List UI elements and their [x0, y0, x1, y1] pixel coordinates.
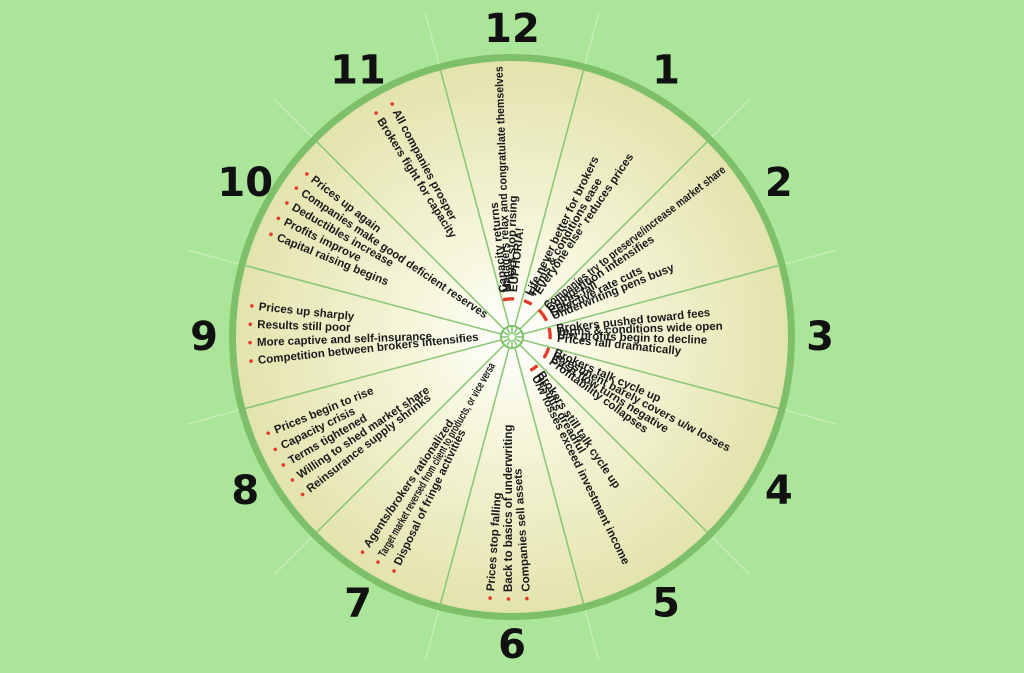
segment-item: Terms & conditions wide open: [548, 321, 723, 339]
hour-number-6: 6: [498, 622, 526, 668]
bullet-icon: [392, 569, 396, 573]
bullet-icon: [250, 304, 254, 308]
hour-number-10: 10: [217, 160, 273, 206]
bullet-icon: [506, 597, 511, 601]
bullet-icon: [547, 327, 552, 332]
hour-number-2: 2: [765, 160, 793, 206]
bullet-icon: [505, 297, 509, 301]
segment-divider: [523, 339, 779, 410]
bullet-icon: [294, 186, 299, 190]
bullet-icon: [281, 463, 286, 467]
segment-item-text: U/w profits begin to decline: [557, 330, 707, 347]
bullet-icon: [376, 560, 380, 564]
segment-item-text: Results still poor: [257, 319, 351, 334]
bullet-icon: [488, 596, 492, 600]
hour-number-8: 8: [231, 468, 259, 514]
bullet-icon: [523, 299, 528, 304]
hub-spoke: [506, 339, 512, 347]
segment-item: Prices stop rising: [505, 195, 520, 301]
segment-item-text: Prices stop rising: [505, 195, 520, 292]
bullet-icon: [502, 297, 507, 302]
bullet-icon: [290, 478, 295, 482]
hour-number-12: 12: [484, 6, 540, 52]
bullet-icon: [548, 335, 552, 340]
segment-dividers: [245, 70, 779, 604]
bullet-icon: [534, 364, 538, 369]
hour-number-4: 4: [765, 468, 793, 514]
bullet-icon: [300, 492, 305, 497]
hour-number-9: 9: [190, 314, 218, 360]
segment-divider: [245, 339, 501, 410]
segment-divider: [523, 264, 779, 335]
bullet-icon: [548, 333, 552, 337]
hour-number-7: 7: [344, 581, 372, 627]
bullet-icon: [390, 102, 394, 106]
segment-divider: [439, 348, 510, 604]
segment-divider: [519, 344, 708, 533]
bullet-icon: [508, 297, 512, 301]
hour-number-11: 11: [330, 47, 386, 93]
hub-spoke: [512, 327, 518, 335]
bullet-icon: [276, 216, 281, 221]
hour-number-3: 3: [806, 314, 834, 360]
bullet-icon: [249, 359, 253, 363]
segment-divider: [439, 70, 510, 326]
bullet-icon: [273, 447, 278, 452]
segment-divider: [245, 264, 501, 335]
center-hub: [500, 325, 524, 349]
hour-number-5: 5: [652, 581, 680, 627]
segment-item: Results still poor: [248, 319, 351, 334]
segment-divider: [519, 141, 708, 330]
hub-ring: [500, 325, 524, 349]
segment-item: Back to basics of underwriting: [503, 425, 515, 601]
segment-divider: [316, 344, 505, 533]
bullet-icon: [360, 550, 365, 554]
segment-item-text: Terms & conditions wide open: [557, 321, 723, 339]
bullet-icon: [538, 309, 542, 313]
bullet-icon: [510, 297, 515, 301]
bullet-icon: [248, 340, 252, 345]
segment-divider: [514, 348, 585, 604]
hub-spoke: [502, 331, 510, 337]
hub-spoke: [502, 337, 510, 343]
segment-divider: [316, 141, 505, 330]
hub-spoke: [512, 339, 518, 347]
bullet-icon: [266, 431, 271, 435]
bullet-icon: [548, 330, 552, 334]
hour-number-1: 1: [652, 47, 680, 93]
bullet-icon: [305, 172, 309, 176]
bullet-icon: [269, 232, 273, 237]
bullet-icon: [248, 322, 253, 327]
bullet-icon: [525, 596, 529, 601]
bullet-icon: [285, 201, 289, 205]
hub-spoke: [506, 327, 512, 335]
bullet-icon: [546, 347, 550, 352]
segment-item: U/w profits begin to decline: [548, 330, 707, 347]
segment-item-text: Back to basics of underwriting: [503, 425, 515, 592]
hub-spoke: [514, 337, 522, 343]
hub-spoke: [514, 331, 522, 337]
bullet-icon: [374, 111, 378, 115]
segment-divider: [514, 70, 585, 326]
